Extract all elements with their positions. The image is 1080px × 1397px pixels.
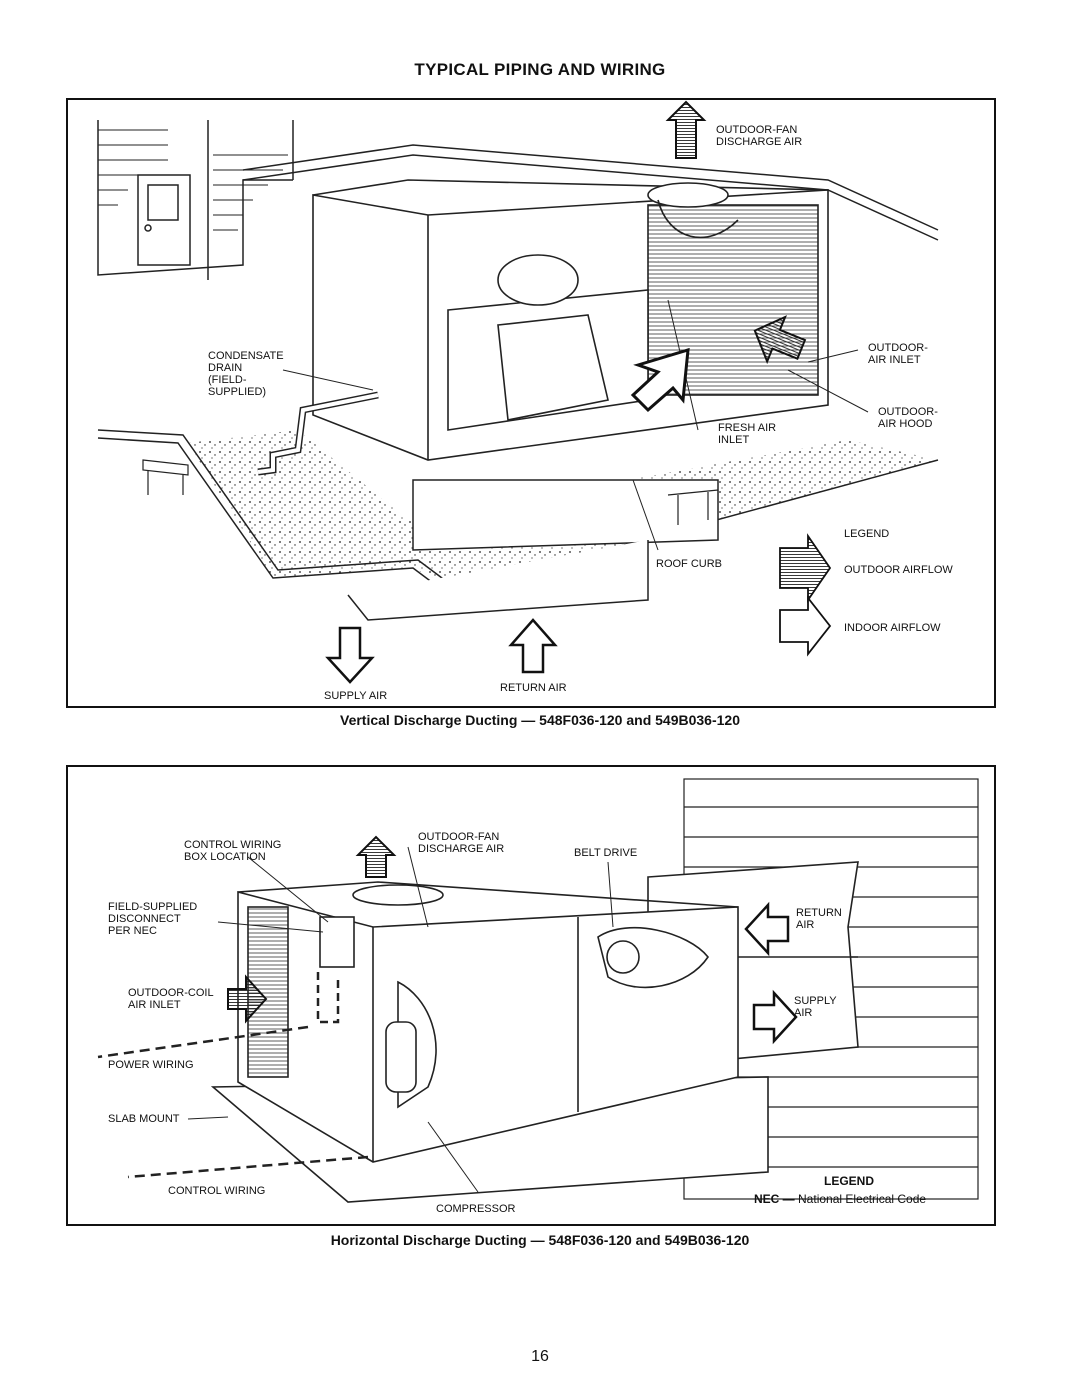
nec-text: National Electrical Code: [798, 1192, 927, 1206]
label-compressor: COMPRESSOR: [436, 1203, 516, 1215]
label-outdoor-fan-discharge: OUTDOOR-FAN DISCHARGE AIR: [716, 124, 803, 148]
outdoor-fan-discharge-arrow: [665, 100, 707, 159]
label-outdoor-coil-inlet: OUTDOOR-COIL AIR INLET: [128, 987, 214, 1011]
label-outdoor-air-inlet: OUTDOOR- AIR INLET: [868, 342, 928, 366]
label-condensate-drain: CONDENSATE DRAIN (FIELD- SUPPLIED): [208, 350, 284, 398]
label-roof-curb: ROOF CURB: [656, 558, 722, 570]
supply-air-arrow: [752, 989, 798, 1045]
outdoor-fan-discharge-arrow: [355, 835, 397, 878]
figure1-caption: Vertical Discharge Ducting — 548F036-120…: [340, 712, 740, 728]
fresh-air-inlet-arrow: [630, 347, 690, 413]
nec-abbr: NEC —: [754, 1192, 795, 1206]
outdoor-air-inlet-arrow: [753, 315, 807, 365]
legend-indoor-airflow-arrow: [779, 595, 832, 657]
page-title: TYPICAL PIPING AND WIRING: [414, 60, 666, 79]
label-power-wiring: POWER WIRING: [108, 1059, 194, 1071]
control-box: [319, 916, 355, 968]
legend-title: LEGEND: [824, 1174, 875, 1188]
label-supply-air: SUPPLY AIR: [794, 995, 837, 1019]
label-fresh-air-inlet: FRESH AIR INLET: [718, 422, 777, 446]
label-control-wiring-box: CONTROL WIRING BOX LOCATION: [184, 839, 282, 863]
legend-outdoor-airflow: OUTDOOR AIRFLOW: [844, 564, 953, 576]
legend-title: LEGEND: [844, 528, 890, 540]
rooftop-unit: [312, 179, 829, 461]
label-control-wiring: CONTROL WIRING: [168, 1185, 266, 1197]
return-air-arrow: [744, 901, 790, 957]
label-outdoor-air-hood: OUTDOOR- AIR HOOD: [878, 406, 938, 430]
label-outdoor-fan-discharge: OUTDOOR-FAN DISCHARGE AIR: [418, 831, 505, 855]
door: [137, 174, 191, 266]
horizontal-discharge-drawing: [97, 778, 979, 1203]
label-field-disconnect: FIELD-SUPPLIED DISCONNECT PER NEC: [108, 901, 198, 937]
outdoor-coil-air-inlet-arrow: [227, 974, 268, 1024]
vertical-discharge-figure: OUTDOOR-FAN DISCHARGE AIR CONDENSATE DRA…: [66, 98, 996, 708]
figure2-caption: Horizontal Discharge Ducting — 548F036-1…: [330, 1232, 750, 1248]
return-air-arrow: [508, 618, 558, 674]
legend-indoor-airflow: INDOOR AIRFLOW: [844, 622, 941, 634]
label-supply-air: SUPPLY AIR: [324, 690, 388, 702]
label-return-air: RETURN AIR: [796, 907, 842, 931]
vertical-discharge-drawing: [97, 100, 939, 684]
roof-curb: [347, 479, 719, 621]
brick-wall: [97, 120, 294, 280]
label-return-air: RETURN AIR: [500, 682, 567, 694]
label-belt-drive: BELT DRIVE: [574, 847, 638, 859]
legend-outdoor-airflow-arrow: [779, 533, 832, 603]
supply-air-arrow: [325, 626, 375, 684]
horizontal-discharge-figure: CONTROL WIRING BOX LOCATION OUTDOOR-FAN …: [66, 765, 996, 1226]
page-number: 16: [531, 1348, 549, 1365]
label-slab-mount: SLAB MOUNT: [108, 1113, 180, 1125]
legend-nec: NEC — National Electrical Code: [754, 1193, 926, 1205]
